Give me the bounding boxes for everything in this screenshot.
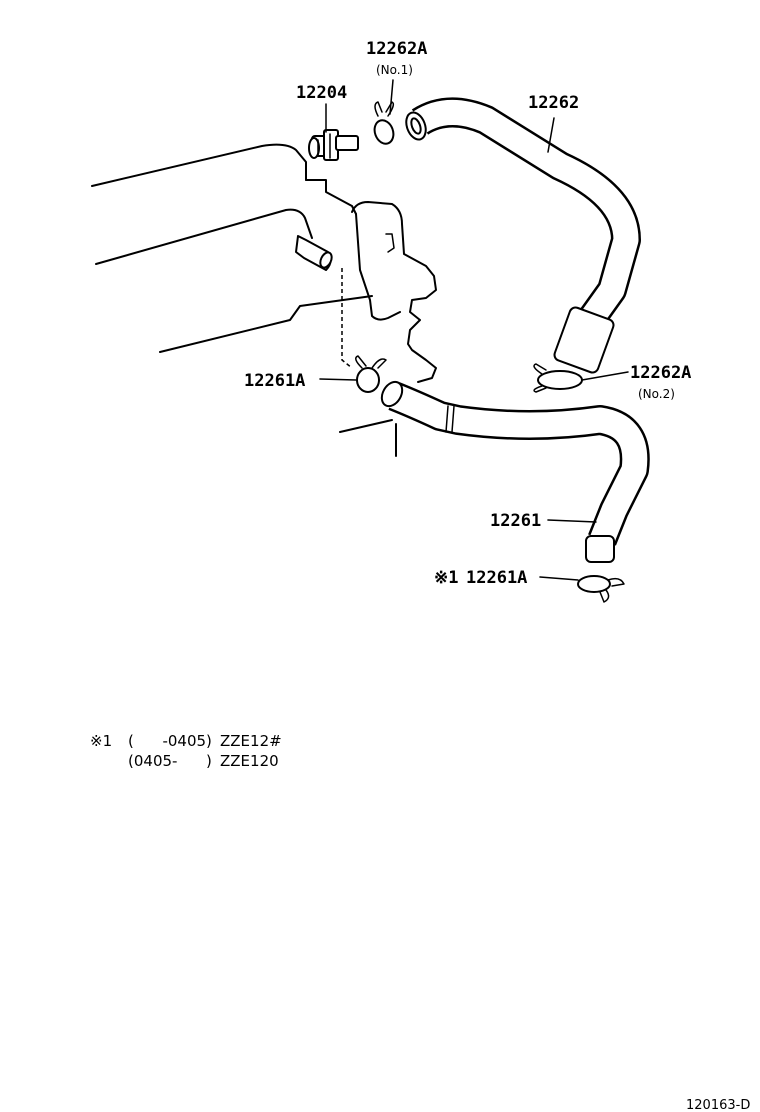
note-1-range: ( -0405) — [128, 732, 212, 750]
note-2-range: (0405- ) — [128, 752, 212, 770]
label-clamp-marked-symbol: ※1 — [434, 568, 458, 588]
clamp-marked — [577, 575, 625, 603]
upper-hose — [405, 97, 641, 374]
label-upper-hose-part: 12262 — [528, 93, 579, 113]
leader-lines — [319, 79, 629, 581]
clamp-left — [355, 355, 387, 393]
note-1-model: ZZE12# — [220, 732, 282, 750]
label-clamp-left-part: 12261A — [244, 371, 305, 391]
note-1-mark: ※1 — [90, 732, 112, 750]
label-lower-hose-part: 12261 — [490, 511, 541, 531]
footnotes: ※1 ( -0405) ZZE12# (0405- ) ZZE120 — [90, 732, 282, 770]
label-clamp-no2-part: 12262A — [630, 363, 691, 383]
label-clamp-marked-part: 12261A — [466, 568, 527, 588]
engine-nipple — [295, 235, 333, 271]
clamp-no1 — [373, 101, 395, 145]
clamp-no2 — [533, 363, 583, 393]
lower-hose — [380, 380, 650, 563]
label-pcv-valve-part: 12204 — [296, 83, 347, 103]
label-clamp-no2-note: (No.2) — [638, 387, 675, 401]
diagram-code: 120163-D — [686, 1098, 750, 1112]
pcv-valve — [308, 129, 359, 161]
note-2-model: ZZE120 — [220, 752, 279, 770]
label-clamp-no1-note: (No.1) — [376, 63, 413, 77]
engine-block-outline — [91, 143, 437, 457]
label-clamp-no1-part: 12262A — [366, 39, 427, 59]
